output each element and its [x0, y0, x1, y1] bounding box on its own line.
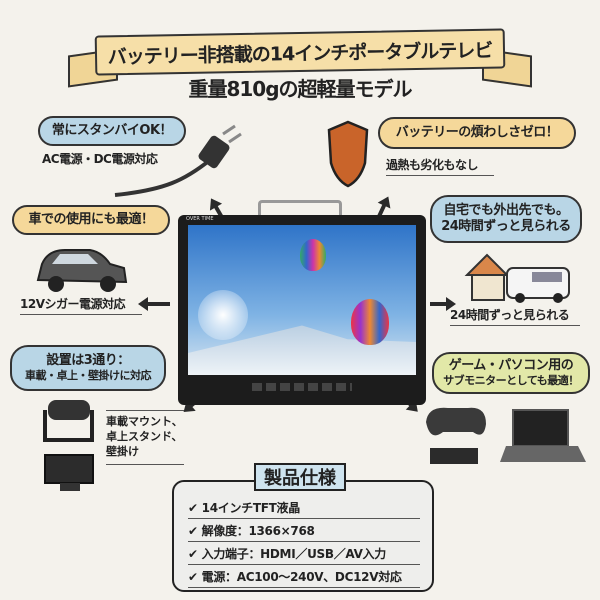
check-icon: ✔	[188, 524, 198, 538]
bubble-game: ゲーム・パソコン用の サブモニターとしても最適！	[432, 352, 590, 394]
bubble-home-line2: 24時間ずっと見られる	[441, 219, 571, 234]
check-icon: ✔	[188, 501, 198, 515]
spec-item-text: 14インチTFT液晶	[201, 501, 301, 515]
gamepad-laptop-icon	[426, 407, 586, 464]
bubble-game-line1: ゲーム・パソコン用の	[448, 358, 574, 373]
caption-install-line2: 卓上スタンド、	[106, 429, 183, 443]
tv-brand: OVER TIME	[186, 216, 214, 222]
caption-car: 12Vシガー電源対応	[20, 295, 142, 315]
bubble-battery: バッテリーの煩わしさゼロ！	[378, 117, 576, 149]
tv-product: OVER TIME	[178, 215, 426, 405]
bubble-install-line2: 車載・卓上・壁掛けに対応	[25, 369, 152, 383]
bubble-car: 車での使用にも最適！	[12, 205, 170, 235]
banner-title: バッテリー非搭載の14インチポータブルテレビ	[94, 28, 506, 76]
spec-item: ✔ 入力端子：HDMI／USB／AV入力	[188, 542, 420, 565]
bubble-install-line1: 設置は3通り：	[46, 353, 130, 368]
check-icon: ✔	[188, 547, 198, 561]
power-plug-icon	[114, 124, 242, 197]
check-icon: ✔	[188, 570, 198, 584]
sun	[198, 290, 248, 340]
caption-battery: 過熱も劣化もなし	[386, 156, 494, 176]
house-van-icon	[464, 253, 570, 303]
balloon-icon	[300, 239, 326, 271]
spec-item: ✔ 電源：AC100〜240V、DC12V対応	[188, 565, 420, 588]
spec-box: ✔ 14インチTFT液晶 ✔ 解像度：1366×768 ✔ 入力端子：HDMI／…	[172, 480, 434, 592]
bubble-standby: 常にスタンバイOK！	[38, 116, 186, 146]
arrow-left	[144, 302, 170, 306]
bubble-home-line1: 自宅でも外出先でも。	[443, 202, 569, 218]
mount-monitor-icon	[43, 400, 94, 491]
caption-install-line3: 壁掛け	[106, 444, 139, 458]
spec-title: 製品仕様	[254, 463, 346, 491]
tv-screen	[188, 225, 416, 375]
banner-subtitle: 重量810gの超軽量モデル	[188, 77, 412, 101]
spec-item: ✔ 14インチTFT液晶	[188, 496, 420, 519]
balloon-icon	[351, 299, 389, 345]
spec-item-text: 入力端子：HDMI／USB／AV入力	[201, 547, 387, 561]
caption-home: 24時間ずっと見られる	[450, 306, 580, 326]
car-icon	[36, 249, 128, 292]
spec-item: ✔ 解像度：1366×768	[188, 519, 420, 542]
bubble-install: 設置は3通り： 車載・卓上・壁掛けに対応	[10, 345, 166, 391]
spec-item-text: 解像度：1366×768	[201, 524, 315, 538]
bubble-home: 自宅でも外出先でも。 24時間ずっと見られる	[430, 195, 582, 243]
tv-buttons	[252, 383, 352, 391]
caption-install-line1: 車載マウント、	[106, 415, 183, 428]
tv-handle	[258, 200, 342, 218]
arrow-right	[430, 297, 456, 311]
bubble-game-line2: サブモニターとしても最適！	[443, 374, 579, 388]
spec-item-text: 電源：AC100〜240V、DC12V対応	[201, 570, 402, 584]
caption-install: 車載マウント、 卓上スタンド、 壁掛け	[106, 410, 184, 465]
caption-standby: AC電源・DC電源対応	[42, 152, 158, 166]
shield-icon	[327, 120, 369, 188]
